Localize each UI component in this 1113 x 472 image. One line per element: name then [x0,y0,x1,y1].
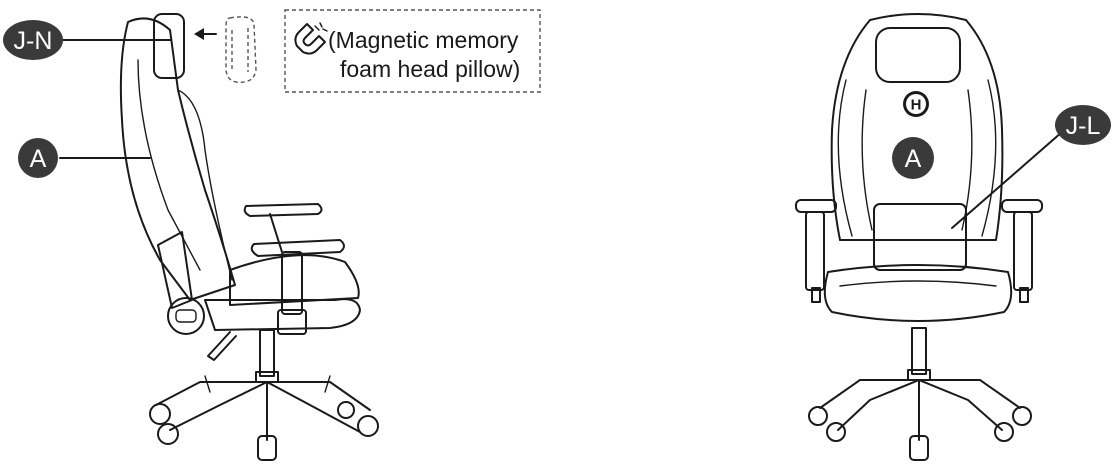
lumbar-leader-line [951,131,1063,229]
label-badge-jl: J-L [1055,105,1111,145]
pillow-insert-arrow [194,28,217,40]
note-line-2: foam head pillow) [340,56,520,82]
label-jl-text: J-L [1066,112,1101,140]
label-badge-a-front: A [892,137,934,179]
label-badge-a-side: A [18,138,58,178]
brand-logo: H [903,91,929,117]
label-a-front-text: A [905,145,922,173]
front-view-chair [795,13,1043,461]
magnet-icon [294,22,328,55]
note-box [284,9,541,93]
label-badge-jn: J-N [3,20,63,60]
note-line-1: (Magnetic memory [328,27,519,53]
label-jn-text: J-N [14,27,53,55]
side-view-chair [119,13,379,461]
dashed-pillow [225,16,257,83]
label-a-side-text: A [30,145,47,173]
logo-letter: H [911,97,922,114]
